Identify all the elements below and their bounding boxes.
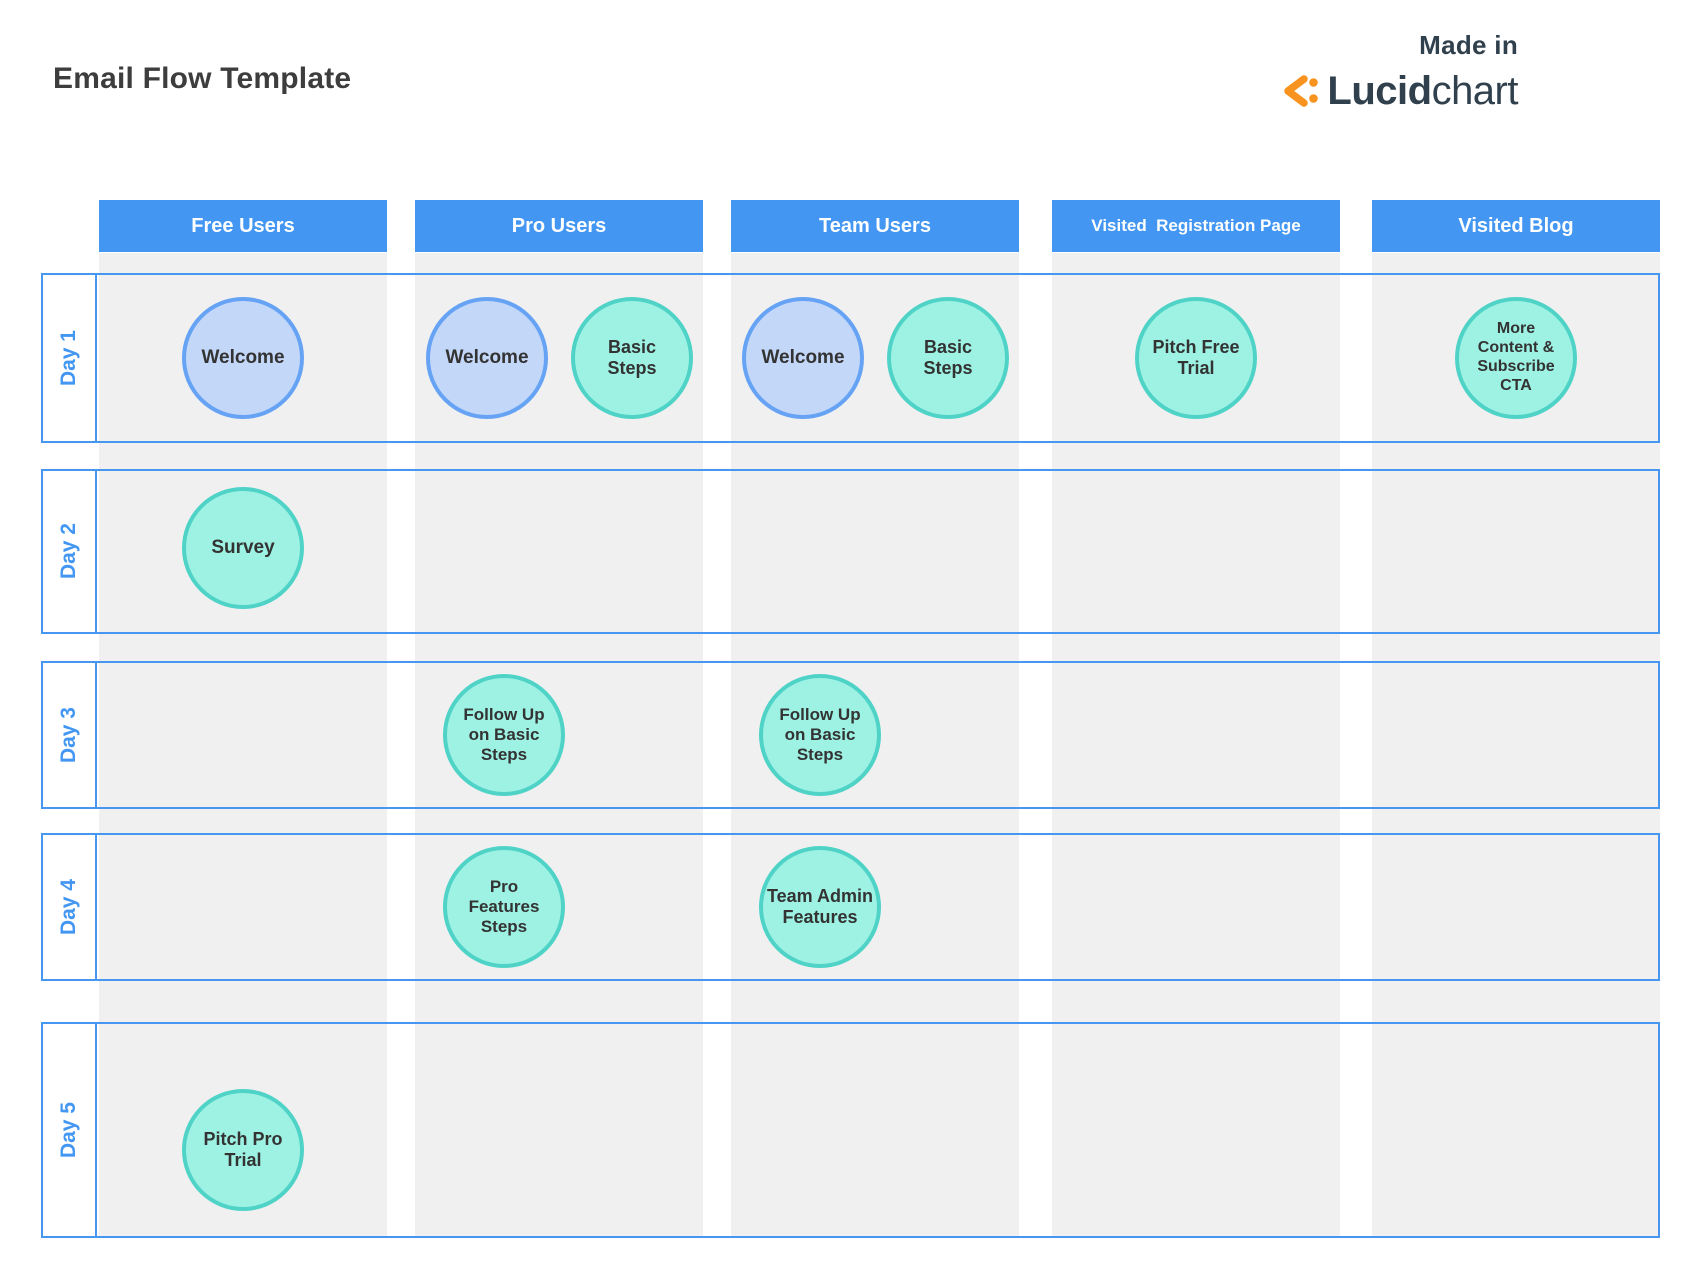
day-label-1: Day 1	[57, 329, 80, 387]
wordmark-lucid: Lucid	[1327, 69, 1432, 113]
flow-node-label-line: on Basic	[784, 724, 856, 744]
day-label-5: Day 5	[57, 1101, 80, 1159]
day-label-cell-4: Day 4	[43, 835, 97, 979]
flow-node-label-line: Subscribe	[1477, 358, 1555, 375]
flow-node-label-line: Steps	[923, 358, 973, 378]
column-header-pro-users: Pro Users	[415, 200, 703, 252]
day-row-4: Day 4	[41, 833, 1660, 981]
flow-node-survey: Survey	[182, 487, 304, 609]
page-title: Email Flow Template	[53, 62, 352, 95]
flow-node-label-line: Steps	[607, 358, 657, 378]
made-in-label: Made in	[1419, 30, 1518, 60]
day-label-4: Day 4	[57, 878, 80, 936]
flow-node-label-line: CTA	[1500, 376, 1532, 394]
flow-node-label-line: Trial	[1177, 358, 1215, 378]
flow-node-label-line: Trial	[224, 1150, 262, 1170]
day-label-2: Day 2	[57, 523, 80, 580]
day-row-5: Day 5	[41, 1022, 1660, 1238]
column-header-visited-blog: Visited Blog	[1372, 200, 1660, 252]
flow-node-label-line: Content &	[1477, 339, 1555, 357]
flow-node-label-line: Features	[782, 907, 858, 927]
flow-node-label-line: Team Admin	[766, 885, 873, 906]
flow-node-label-line: Welcome	[445, 346, 529, 368]
flow-node-label-line: Welcome	[761, 346, 845, 368]
flow-node-label-line: Steps	[480, 917, 528, 937]
flow-node-label-line: More	[1496, 320, 1536, 338]
flow-node-welcome: Welcome	[742, 297, 864, 419]
column-header-team-users: Team Users	[731, 200, 1019, 252]
lucidchart-icon	[1284, 75, 1319, 107]
day-label-cell-1: Day 1	[43, 275, 97, 441]
flow-node-label-line: Pitch Free	[1152, 336, 1240, 357]
flow-node-welcome: Welcome	[182, 297, 304, 419]
flow-node-label-line: Features	[468, 896, 540, 916]
day-row-3: Day 3	[41, 661, 1660, 809]
column-header-free-users: Free Users	[99, 200, 387, 252]
lucidchart-logo: Lucidchart	[1275, 69, 1519, 113]
flow-node-label-line: Welcome	[201, 346, 285, 368]
flow-node-label-line: on Basic	[468, 724, 540, 744]
day-label-cell-5: Day 5	[43, 1024, 97, 1236]
flow-node-welcome: Welcome	[426, 297, 548, 419]
wordmark-chart: chart	[1431, 69, 1519, 113]
flow-node-label-line: Follow Up	[779, 704, 861, 724]
day-label-cell-3: Day 3	[43, 663, 97, 807]
day-label-cell-2: Day 2	[43, 471, 97, 632]
day-row-2: Day 2	[41, 469, 1660, 634]
flow-node-label-line: Basic	[607, 336, 657, 357]
flow-node-label-line: Pitch Pro	[203, 1128, 283, 1149]
flow-node-label-line: Survey	[211, 536, 275, 558]
flow-node-label-line: Steps	[480, 745, 528, 765]
flow-node-label-line: Pro	[489, 876, 519, 896]
day-row-1: Day 1	[41, 273, 1660, 443]
flow-node-label-line: Basic	[923, 336, 973, 357]
day-label-3: Day 3	[57, 706, 80, 764]
lucidchart-branding: Made in Lucidchart	[1275, 30, 1519, 113]
flow-node-label-line: Follow Up	[463, 704, 545, 724]
lucidchart-wordmark: Lucidchart	[1327, 71, 1518, 111]
column-header-visited-registration-page: Visited Registration Page	[1052, 200, 1340, 252]
flow-node-label-line: Steps	[796, 745, 844, 765]
